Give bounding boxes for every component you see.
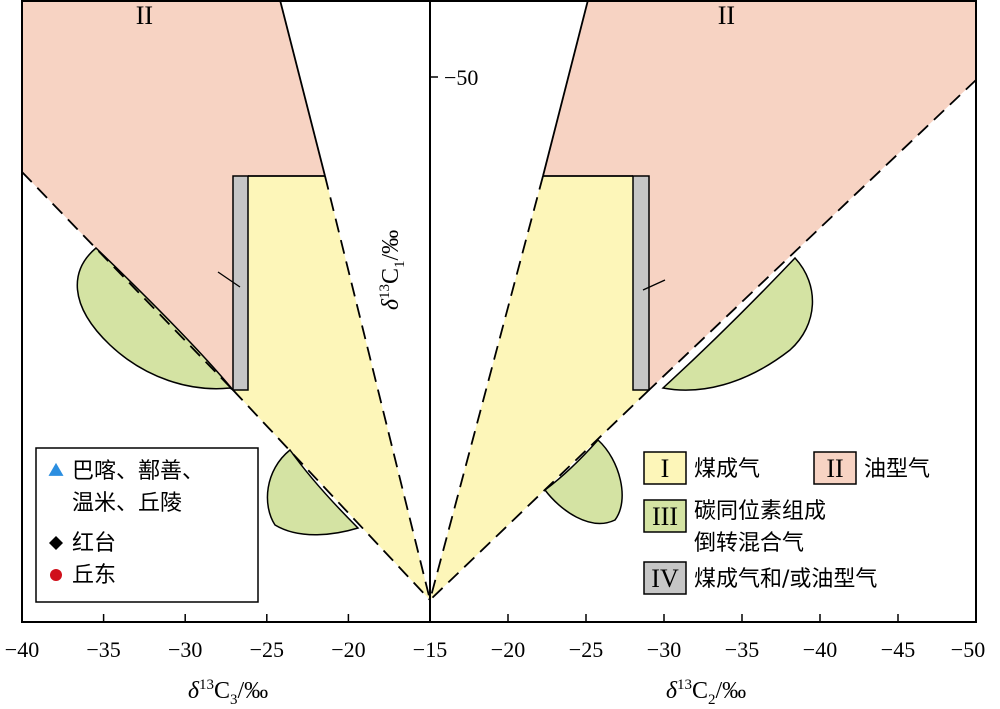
legend-swatch-label: II [826, 454, 843, 483]
boundary-right-upper-diagonal [542, 0, 589, 177]
plot-frame [21, 0, 977, 623]
legend-right-label: 煤成气和/或油型气 [694, 567, 877, 592]
legend-right-label: 碳同位素组成 [694, 499, 826, 524]
x-axis-title-left-main: C [214, 678, 230, 704]
legend-swatch-zone-iii [643, 499, 687, 533]
legend-swatch-label: I [661, 454, 670, 483]
x-axis-title-right-pre: δ [666, 678, 678, 704]
y-axis-title-sub: 1 [392, 261, 408, 269]
legend-swatch-label: IV [651, 564, 679, 593]
legend-swatch-zone-i [643, 451, 687, 485]
x-tick-left-label: −20 [331, 637, 365, 662]
x-axis-title-right-sup: 13 [677, 677, 692, 693]
x-tick-left-label: −25 [250, 637, 284, 662]
x-axis-title-right-main: C [692, 678, 708, 704]
x-tick-right-label: −40 [803, 637, 837, 662]
zone-iv-left-leader [217, 271, 241, 288]
legend-left-label: 丘东 [72, 563, 116, 588]
x-axis-title-left: δ13C3/‰ [188, 677, 268, 708]
x-axis-title-left-post: /‰ [238, 678, 269, 704]
x-axis-title-left-pre: δ [188, 678, 200, 704]
zone-iii-left-lower [266, 448, 360, 536]
boundary-left-outer-dashed [21, 171, 234, 391]
y-axis-title-sup: 13 [377, 284, 393, 299]
x-axis-title-right-post: /‰ [716, 678, 747, 704]
boundary-left-inner-dashed [324, 175, 431, 601]
boundary-left-upper-diagonal [279, 0, 326, 177]
legend-swatch-zone-ii [813, 451, 857, 485]
x-tick-right-label: −35 [725, 637, 759, 662]
boundary-lines-layer [21, 0, 977, 601]
legend-left-box [35, 447, 259, 603]
y-axis-title: δ13C1/‰ [377, 230, 408, 310]
x-tick-left-label: −15 [413, 637, 447, 662]
legend-marker-diamond [49, 536, 63, 550]
x-tick-right-label: −50 [951, 637, 985, 662]
legend-right-label: 油型气 [864, 457, 930, 482]
x-tick-left-label: −30 [168, 637, 202, 662]
x-axis-title-right-sub: 2 [708, 692, 716, 708]
x-tick-right-label: −20 [491, 637, 525, 662]
x-tick-right-label: −45 [881, 637, 915, 662]
x-tick-left-label: −40 [5, 637, 39, 662]
x-axis-title-left-sub: 3 [230, 692, 238, 708]
zone-iv-right [632, 175, 650, 391]
legend-left-label: 红台 [72, 531, 116, 556]
boundary-right-outer-dashed [648, 79, 977, 391]
x-axis-title-right: δ13C2/‰ [666, 677, 746, 708]
boundary-left-bottom-dashed [232, 389, 431, 601]
zone-iii-right-lower [543, 438, 623, 525]
legend-swatch-label: III [652, 502, 678, 531]
zone-ii-right [543, 0, 976, 390]
axes-layer: −40 −35 −30 −25 −20 −15 −20 −25 −30 −35 −40 −45 −50 −… [5, 0, 985, 708]
legend-right-label: 煤成气 [694, 457, 760, 482]
zone-iii-right-upper [661, 256, 814, 391]
zone-label: II [718, 1, 735, 30]
zone-iii-left-upper [76, 246, 234, 391]
legend-marker-triangle [48, 462, 64, 476]
y-axis-title-pre: δ [378, 298, 404, 310]
y-axis-title-post: /‰ [378, 230, 404, 261]
legend-left-label: 巴喀、鄯善、 [72, 459, 204, 484]
legend-marker-circle [50, 569, 62, 581]
zone-i-right [430, 176, 649, 600]
zone-ii-left [22, 0, 325, 390]
x-tick-right-label: −30 [647, 637, 681, 662]
zone-iv-right-leader [642, 279, 666, 291]
y-axis-title-main: C [378, 268, 404, 284]
legend-swatch-zone-iv [643, 561, 687, 595]
y-tick-label: −50 [444, 65, 478, 90]
x-tick-right-label: −25 [569, 637, 603, 662]
labels-layer: IIIIIIIIIIVIIIIIIIIIIV巴23柯19巴23柯19 [136, 1, 735, 291]
boundary-right-inner-dashed [429, 175, 544, 601]
x-tick-left-label: −35 [86, 637, 120, 662]
zones-layer [22, 0, 976, 600]
zone-i-left [233, 176, 430, 600]
x-axis-title-left-sup: 13 [199, 677, 214, 693]
zone-label: II [136, 1, 153, 30]
legend-left-label: 温米、丘陵 [72, 491, 182, 516]
boundary-right-bottom-dashed [429, 389, 650, 601]
legend-right-label: 倒转混合气 [694, 531, 804, 556]
